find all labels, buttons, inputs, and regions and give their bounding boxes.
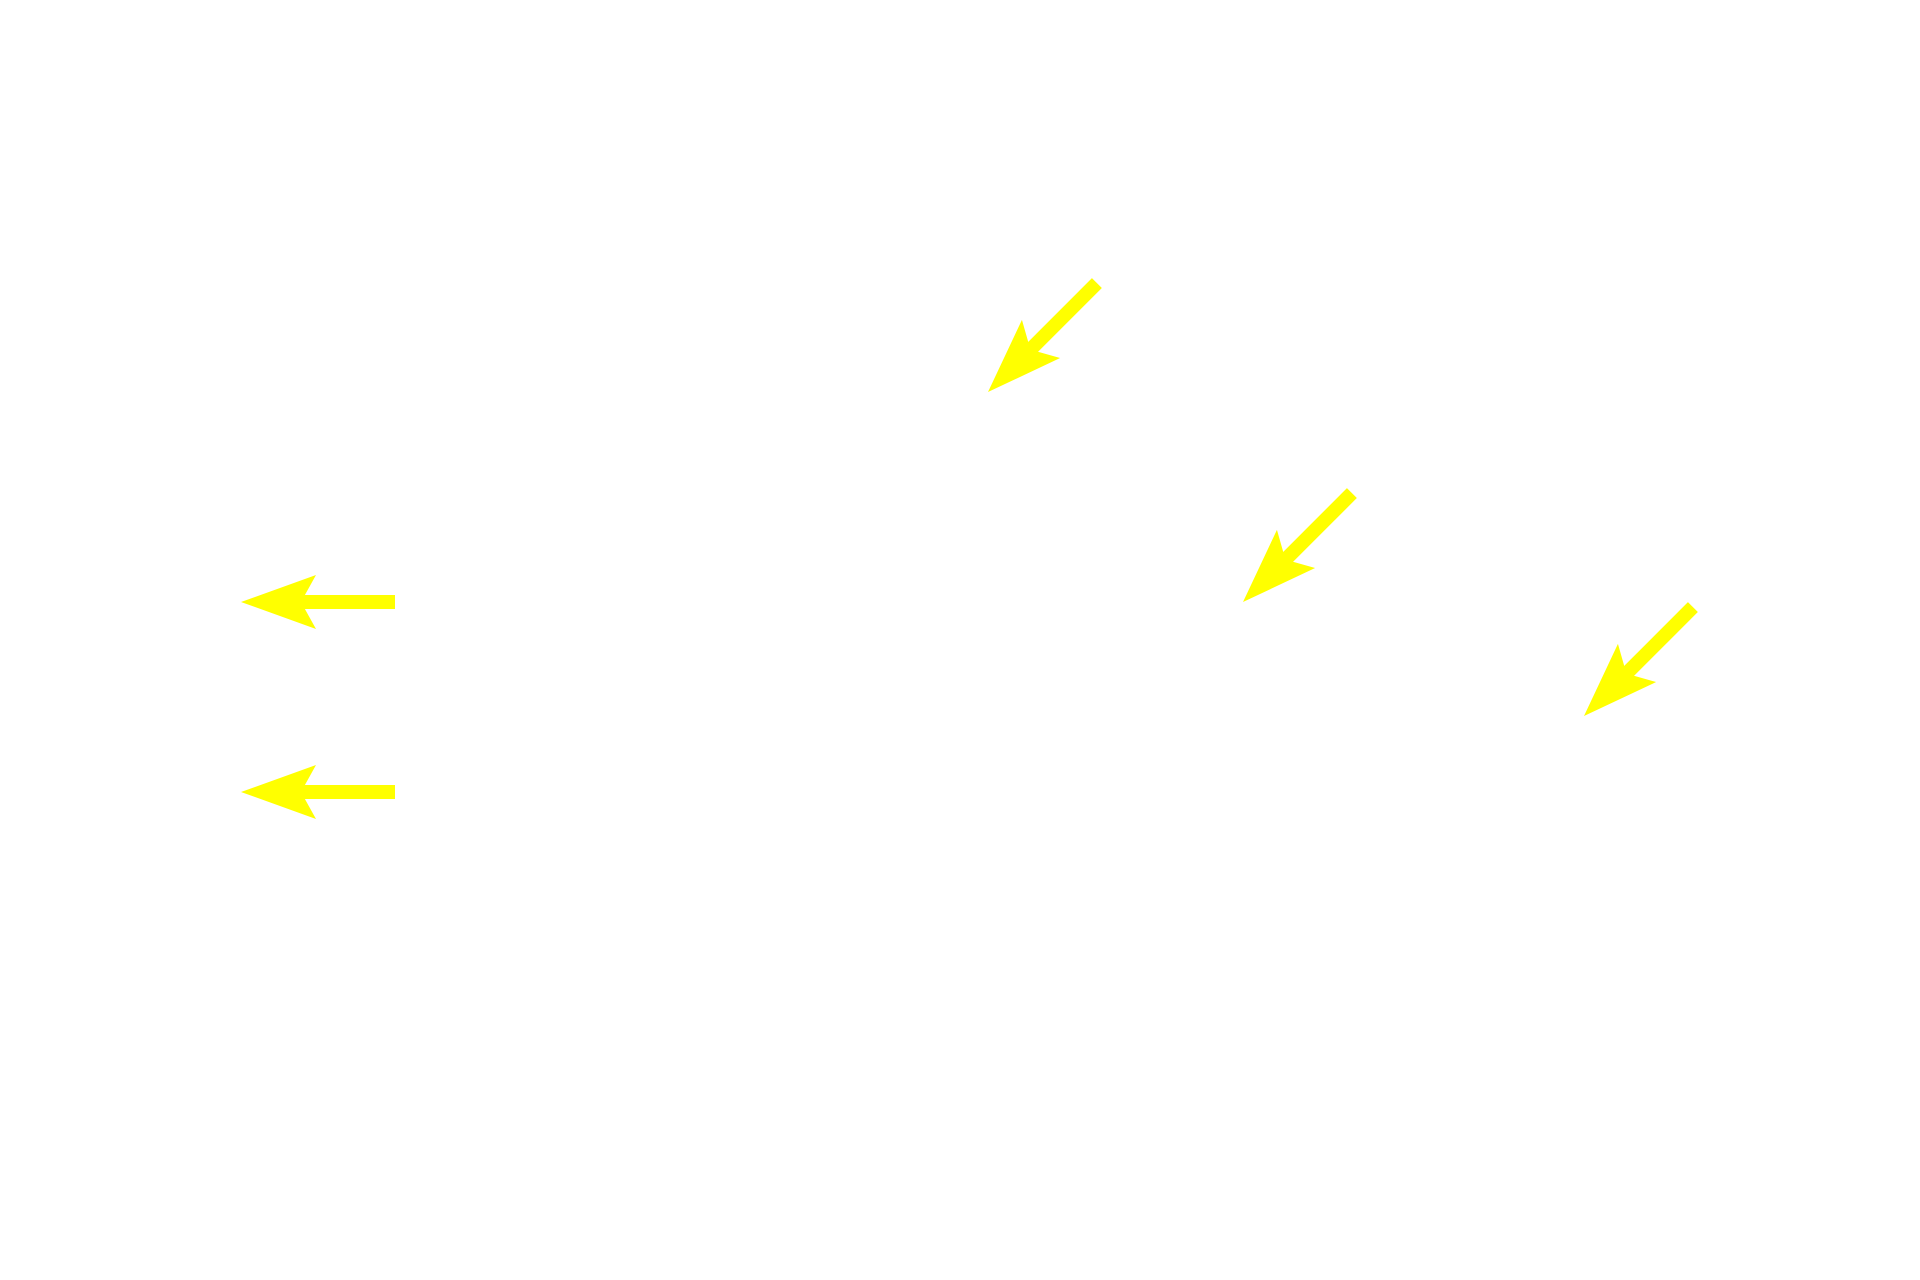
arrow-down-left-icon	[1223, 474, 1371, 622]
arrow-down-left-icon	[968, 264, 1116, 412]
arrow-left-icon	[241, 765, 395, 819]
arrow-down-left-icon	[1564, 588, 1712, 736]
arrow-left-icon	[241, 575, 395, 629]
